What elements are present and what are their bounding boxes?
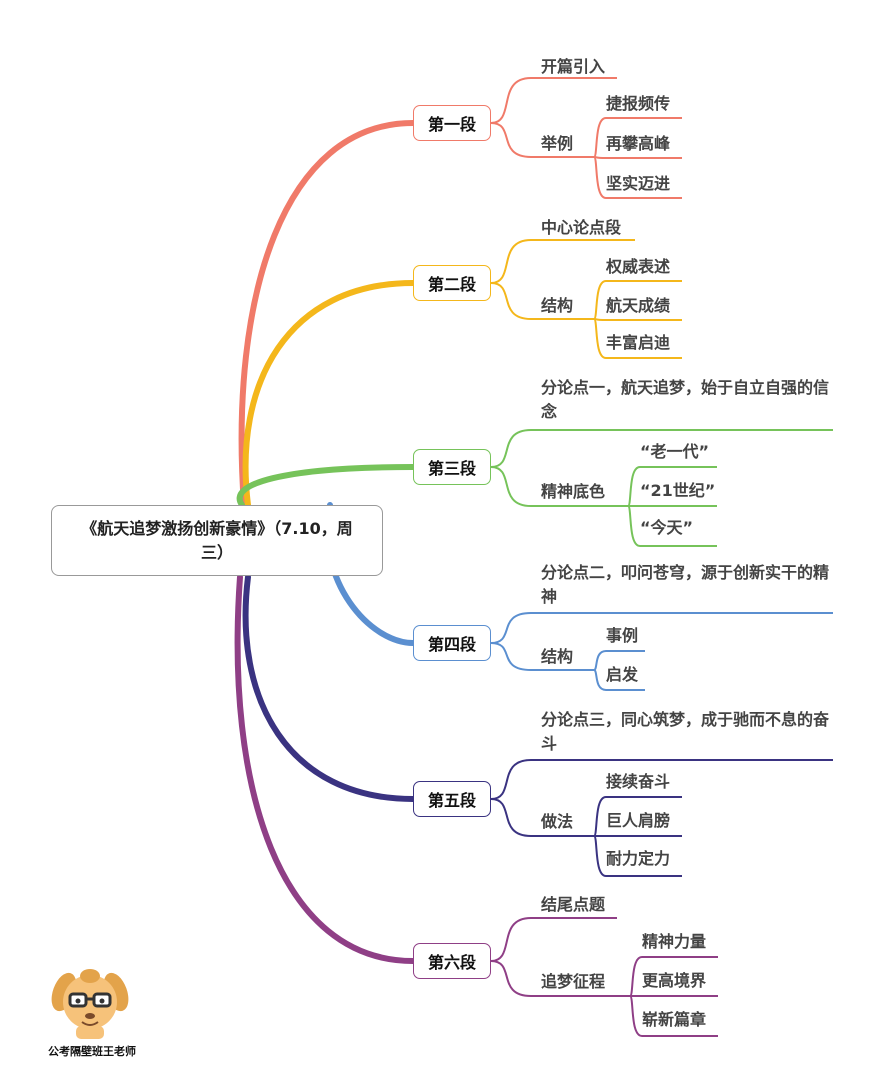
- section-node-1[interactable]: 第一段: [413, 105, 491, 141]
- child-label[interactable]: 权威表述: [606, 257, 671, 276]
- branch-line-1: [238, 120, 416, 508]
- child-connector: [593, 796, 682, 837]
- child-connector: [593, 156, 682, 159]
- child-label[interactable]: 捷报频传: [606, 94, 671, 113]
- item-label[interactable]: 分论点一，航天追梦，始于自立自强的信念: [541, 378, 830, 421]
- branch-line-3: [236, 464, 416, 508]
- item-connector: [490, 759, 833, 800]
- child-connector: [593, 650, 645, 671]
- child-connector: [593, 318, 682, 321]
- child-connector: [593, 280, 682, 320]
- child-label[interactable]: 坚实迈进: [606, 174, 671, 193]
- item-connector: [490, 282, 594, 320]
- item-label[interactable]: 中心论点段: [541, 218, 622, 237]
- child-label[interactable]: 事例: [606, 626, 639, 645]
- child-connector: [627, 466, 717, 507]
- child-label[interactable]: “21世纪”: [640, 481, 716, 500]
- child-label[interactable]: 丰富启迪: [606, 333, 671, 352]
- section-node-5[interactable]: 第五段: [413, 781, 491, 817]
- item-connector: [490, 917, 617, 962]
- item-connector: [490, 77, 617, 124]
- child-connector: [593, 117, 682, 158]
- child-label[interactable]: 崭新篇章: [642, 1010, 707, 1029]
- item-label[interactable]: 精神底色: [541, 482, 606, 501]
- item-label[interactable]: 分论点二，叩问苍穹，源于创新实干的精神: [541, 563, 830, 606]
- branch-line-2: [242, 280, 416, 508]
- child-label[interactable]: 航天成绩: [606, 296, 671, 315]
- child-connector: [627, 505, 717, 547]
- section-node-4[interactable]: 第四段: [413, 625, 491, 661]
- child-connector: [593, 835, 682, 877]
- section-node-6[interactable]: 第六段: [413, 943, 491, 979]
- branch-line-6: [234, 574, 416, 964]
- item-label[interactable]: 做法: [541, 812, 574, 831]
- child-connector: [593, 669, 645, 691]
- child-label[interactable]: 耐力定力: [606, 849, 671, 868]
- child-label[interactable]: “今天”: [640, 518, 694, 537]
- item-label[interactable]: 结构: [541, 296, 574, 315]
- item-connector: [490, 612, 833, 644]
- child-connector: [629, 956, 718, 997]
- child-label[interactable]: 巨人肩膀: [606, 811, 671, 830]
- item-label[interactable]: 追梦征程: [541, 972, 606, 991]
- item-connector: [490, 798, 594, 837]
- child-label[interactable]: “老一代”: [640, 442, 710, 461]
- dog-with-glasses-icon: [51, 969, 129, 1039]
- item-connector: [490, 239, 635, 284]
- item-connector: [490, 122, 594, 158]
- child-label[interactable]: 更高境界: [642, 971, 707, 990]
- item-connector: [490, 960, 630, 997]
- branch-line-5: [242, 574, 416, 802]
- section-node-2[interactable]: 第二段: [413, 265, 491, 301]
- item-connector: [490, 466, 628, 507]
- root-node[interactable]: 《航天追梦激扬创新豪情》（7.10，周三）: [51, 505, 383, 576]
- child-label[interactable]: 精神力量: [642, 932, 707, 951]
- item-label[interactable]: 举例: [541, 134, 574, 153]
- item-label[interactable]: 分论点三，同心筑梦，成于驰而不息的奋斗: [541, 710, 830, 753]
- child-connector: [629, 995, 718, 1037]
- item-label[interactable]: 结构: [541, 647, 574, 666]
- section-node-3[interactable]: 第三段: [413, 449, 491, 485]
- root-title: 《航天追梦激扬创新豪情》（7.10，周三）: [81, 518, 353, 562]
- child-connector: [593, 318, 682, 359]
- item-label[interactable]: 开篇引入: [541, 57, 606, 76]
- child-label[interactable]: 再攀高峰: [606, 134, 671, 153]
- child-label[interactable]: 启发: [606, 665, 639, 684]
- child-connector: [593, 156, 682, 199]
- item-connector: [490, 642, 594, 671]
- watermark-caption: 公考隔壁班王老师: [48, 1045, 136, 1058]
- child-label[interactable]: 接续奋斗: [606, 772, 671, 791]
- item-label[interactable]: 结尾点题: [541, 895, 606, 914]
- item-connector: [490, 429, 833, 468]
